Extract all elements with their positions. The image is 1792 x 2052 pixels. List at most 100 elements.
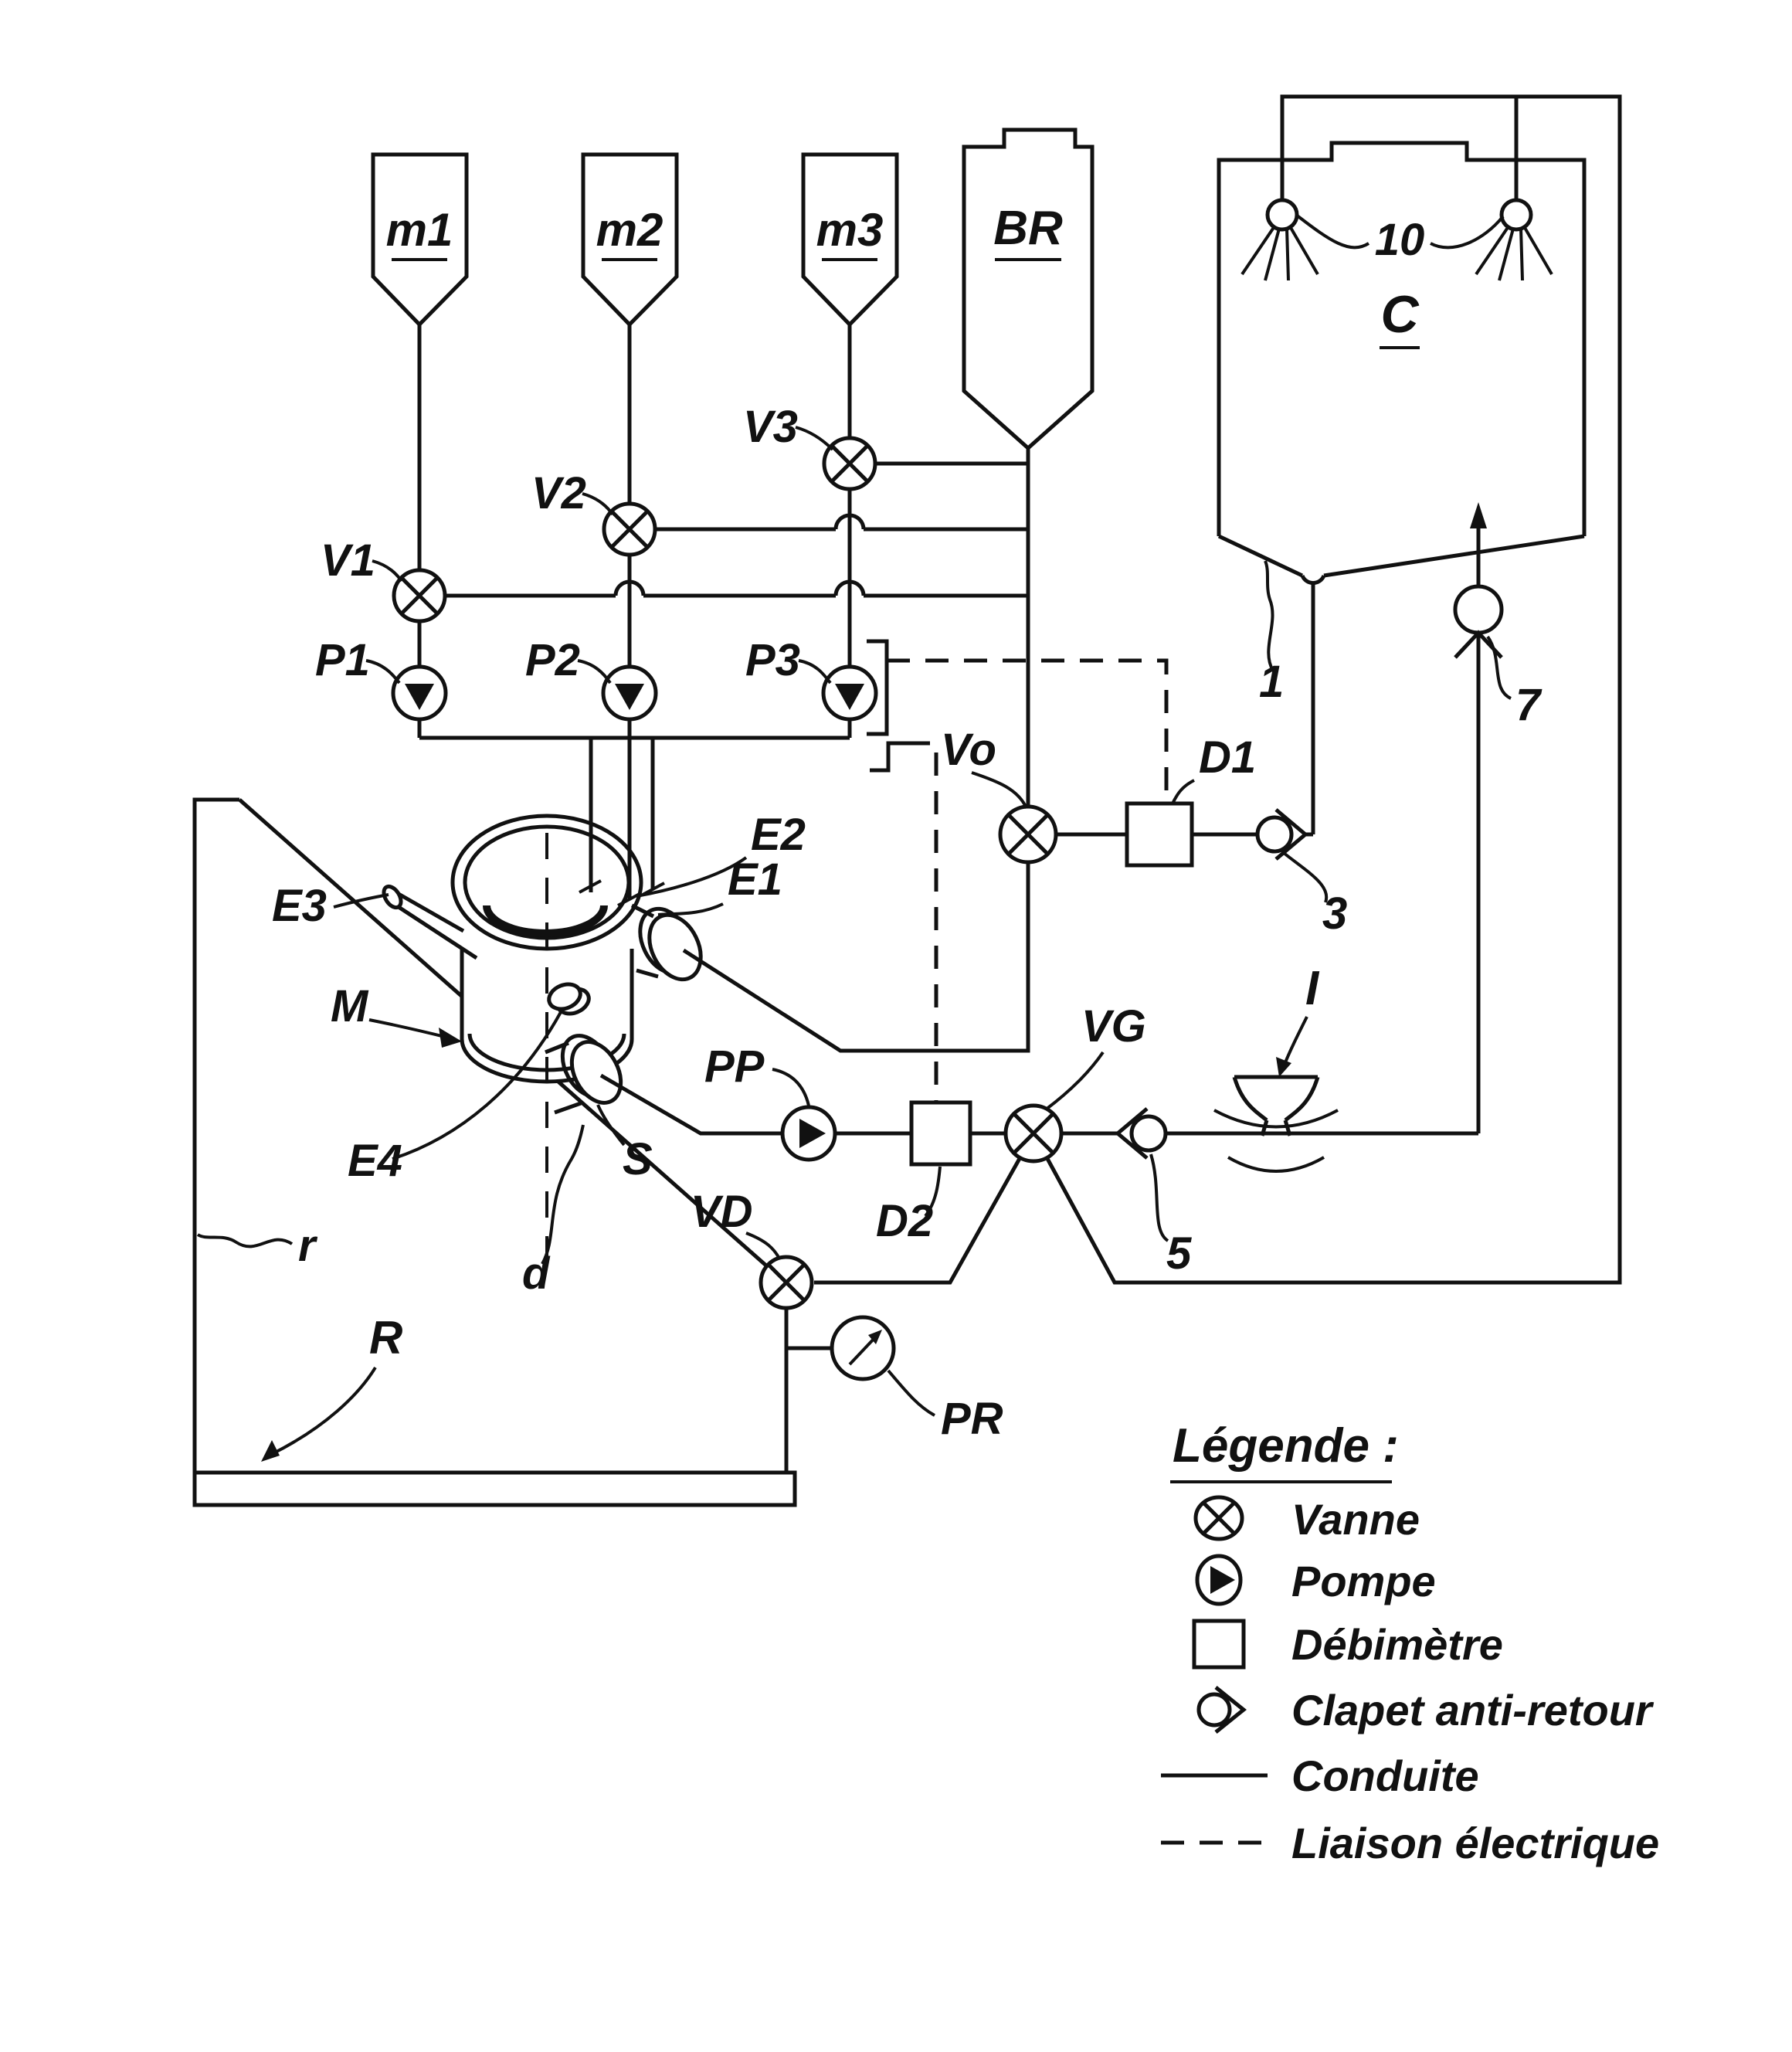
nozzles-leader-left xyxy=(1295,213,1370,250)
pipe-v1-hops xyxy=(613,579,866,596)
e4-leader xyxy=(392,1011,562,1160)
pipe-br-to-e1 xyxy=(682,448,1030,1053)
hopper-m3-label: m3 xyxy=(816,204,884,256)
labels: m1 m2 m3 BR C 10 V1 V2 V3 P1 P2 P3 Vo D1… xyxy=(196,202,1543,1462)
flow-arrow-up xyxy=(1470,502,1487,528)
mixer-e2-label: E2 xyxy=(751,810,806,860)
hopper-m2-label: m2 xyxy=(596,204,664,256)
valve-v3-label: V3 xyxy=(743,402,798,452)
tank-liquid-label: r xyxy=(298,1221,318,1271)
flowmeter-d2-icon xyxy=(909,1100,972,1167)
check7-label: 7 xyxy=(1515,680,1543,730)
label1-leader xyxy=(1264,560,1274,671)
mixer-outlet-label: S xyxy=(623,1134,653,1184)
legend-title: Légende : xyxy=(1173,1419,1399,1473)
tank-bottom-slab xyxy=(192,1470,797,1507)
vo-leader xyxy=(971,771,1028,809)
splash-arc-upper xyxy=(1213,1109,1339,1129)
R-arrow-head xyxy=(261,1440,280,1462)
legend-valve-label: Vanne xyxy=(1291,1495,1420,1544)
tank-left-wall xyxy=(192,797,239,1473)
pipe-e2-drops xyxy=(589,738,655,892)
splash-arc-lower xyxy=(1227,1156,1325,1173)
flowmeter-d1-label: D1 xyxy=(1199,732,1256,783)
e3-leader xyxy=(333,893,389,909)
valve-vg-label: VG xyxy=(1081,1001,1146,1051)
pump-p2-icon xyxy=(601,664,658,722)
pipe-recirculation xyxy=(1057,582,1315,837)
v2-leader xyxy=(582,492,614,516)
electric-bracket-a xyxy=(867,639,889,736)
funnel-label: I xyxy=(1305,962,1320,1015)
valve-v1-icon xyxy=(392,568,447,623)
container-c xyxy=(1217,141,1587,586)
valve-vd-label: VD xyxy=(691,1187,753,1237)
mixer-arrow-head xyxy=(439,1028,462,1048)
pump-p3-label: P3 xyxy=(745,635,800,685)
pipe-vd-discharge xyxy=(784,1308,832,1473)
mixer-e1-label: E1 xyxy=(728,854,782,905)
spray-nozzle-left-icon xyxy=(1240,198,1319,281)
pump-p1-label: P1 xyxy=(315,635,370,685)
e2-leader xyxy=(636,856,748,898)
rinse-tank-label: BR xyxy=(993,202,1063,255)
legend-pipe-label: Conduite xyxy=(1291,1751,1479,1800)
mixer-arrow-shaft xyxy=(368,1018,452,1040)
legend-check-valve-icon xyxy=(1196,1686,1247,1734)
check-valve-3-icon xyxy=(1255,808,1308,861)
v1-leader xyxy=(372,559,403,583)
spray-nozzle-right-icon xyxy=(1475,198,1553,281)
pump-pp-icon xyxy=(780,1105,837,1162)
mixer-e3-label: E3 xyxy=(272,881,327,931)
v3-leader xyxy=(795,426,834,451)
pump-p1-icon xyxy=(391,664,448,722)
p1-leader xyxy=(365,659,401,685)
legend-pump-icon xyxy=(1195,1554,1243,1606)
i-arrow-head xyxy=(1276,1057,1291,1077)
nozzles-leader-right xyxy=(1430,215,1505,250)
legend-electric-label: Liaison électrique xyxy=(1291,1819,1659,1867)
electric-link-p3-d1 xyxy=(887,658,1169,803)
vg-leader xyxy=(1044,1051,1105,1111)
valve-vo-icon xyxy=(998,804,1058,865)
mixer-label: M xyxy=(331,981,369,1031)
tank-label: R xyxy=(369,1312,402,1364)
pipe-e2-end-ticks xyxy=(579,879,665,907)
flowmeter-d2-label: D2 xyxy=(876,1196,933,1246)
R-leader xyxy=(271,1366,377,1456)
pump-p3-icon xyxy=(821,664,878,722)
rinse-tank-br xyxy=(962,127,1095,451)
pump-p2-label: P2 xyxy=(525,635,580,685)
mixer-s-stub xyxy=(545,1034,623,1115)
pr-leader xyxy=(887,1369,935,1417)
pipe-vg-to-vd xyxy=(814,1154,1023,1285)
pipe-spray-loop xyxy=(1044,94,1622,1285)
funnel-icon xyxy=(1213,1075,1339,1173)
check5-label: 5 xyxy=(1166,1228,1192,1279)
container-walls xyxy=(1217,141,1587,536)
s-leader xyxy=(596,1104,626,1147)
electrical-links xyxy=(867,639,1169,1102)
d-leader xyxy=(541,1124,585,1265)
legend-valve-icon xyxy=(1193,1495,1244,1541)
hopper-m2 xyxy=(581,152,679,328)
label7-leader xyxy=(1486,635,1512,700)
d2-leader xyxy=(924,1166,942,1218)
pump-pp-label: PP xyxy=(704,1041,765,1092)
electric-bracket-b xyxy=(870,741,907,773)
valve-v3-icon xyxy=(822,436,877,491)
p3-leader xyxy=(798,659,832,685)
pressure-gauge-label: PR xyxy=(941,1394,1003,1444)
valve-vg-icon xyxy=(1003,1103,1064,1164)
mixer-e4-stub xyxy=(547,982,591,1016)
mixer-e1-stub xyxy=(630,903,703,982)
label3-leader xyxy=(1282,851,1329,903)
container-bottom-slopes xyxy=(1217,534,1585,578)
legend-pump-label: Pompe xyxy=(1291,1557,1436,1605)
electric-link-p3-d2 xyxy=(907,741,938,1102)
mixer-e3-stub xyxy=(382,884,478,960)
valve-v2-icon xyxy=(602,501,657,557)
valve-vd-icon xyxy=(759,1255,814,1310)
hopper-m3 xyxy=(801,152,899,328)
